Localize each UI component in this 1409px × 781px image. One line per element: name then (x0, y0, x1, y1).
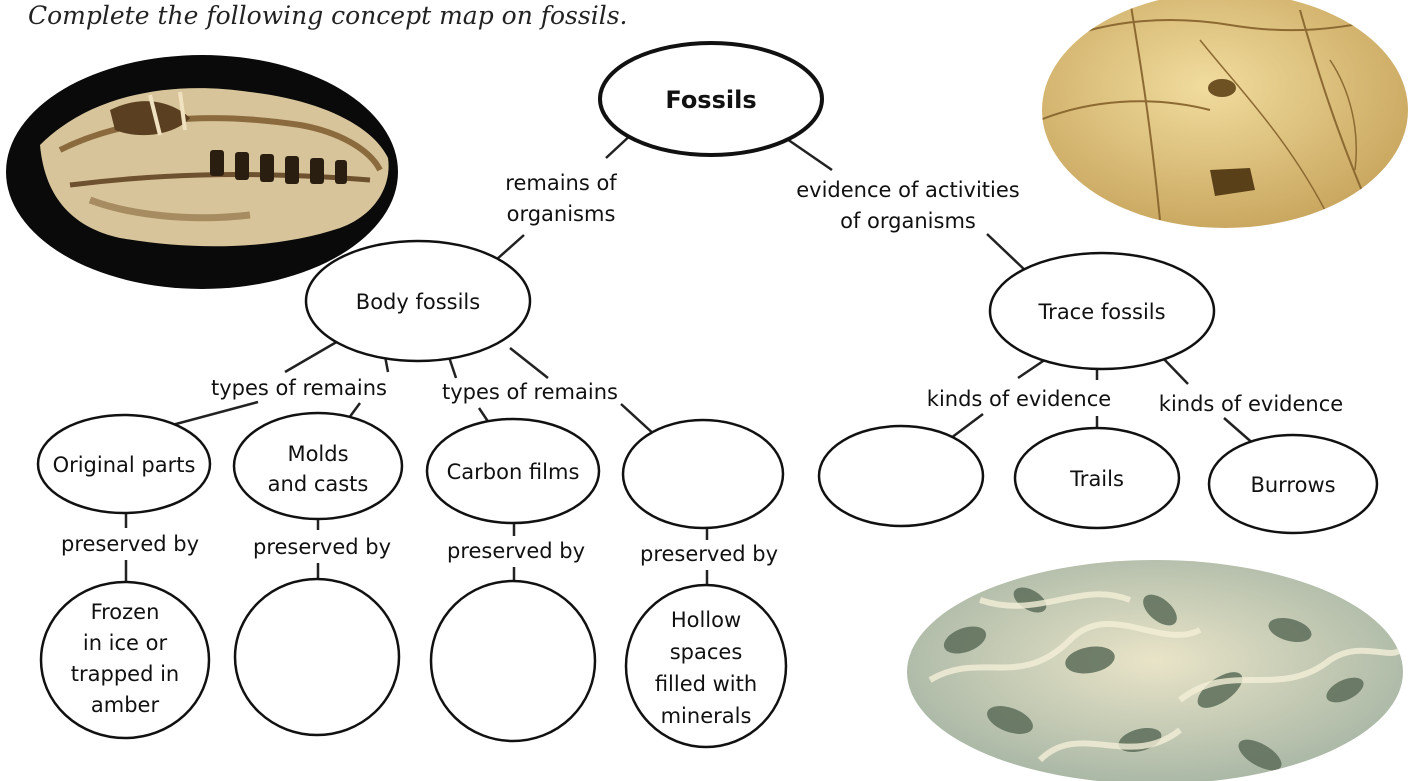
preservation-1-line4: amber (91, 693, 160, 717)
fossils-label: Fossils (665, 86, 756, 114)
molds-and-casts-node: Molds and casts (234, 413, 402, 519)
frozen-in-ice-node: Frozen in ice or trapped in amber (41, 582, 209, 738)
preservation-4-line1: Hollow (671, 608, 741, 632)
link-remains-of-organisms: remains of organisms (505, 171, 617, 226)
blank-preservation-node-2[interactable] (235, 579, 399, 735)
link-types-of-remains-right: types of remains (442, 380, 618, 404)
molds-and-casts-line2: and casts (268, 472, 369, 496)
link-evidence-line1: evidence of activities (796, 178, 1019, 202)
link-preserved-by-3: preserved by (447, 539, 585, 563)
blank-remains-type-node[interactable] (623, 420, 783, 528)
link-remains-line2: organisms (507, 202, 616, 226)
burrows-node: Burrows (1209, 435, 1377, 533)
trails-label: Trails (1069, 467, 1124, 491)
body-fossils-label: Body fossils (356, 290, 480, 314)
original-parts-node: Original parts (38, 415, 210, 513)
link-preserved-by-4: preserved by (640, 542, 778, 566)
preservation-4-line4: minerals (661, 704, 752, 728)
hollow-spaces-node: Hollow spaces filled with minerals (626, 585, 786, 747)
trace-fossils-node: Trace fossils (990, 253, 1214, 369)
link-evidence-of-activities: evidence of activities of organisms (796, 178, 1019, 233)
preservation-1-line1: Frozen (91, 600, 160, 624)
trails-node: Trails (1015, 428, 1179, 528)
fossils-node: Fossils (600, 43, 822, 155)
link-remains-line1: remains of (505, 171, 617, 195)
dinosaur-skull-photo (6, 55, 398, 289)
preservation-4-line3: filled with (655, 672, 757, 696)
link-preserved-by-1: preserved by (61, 532, 199, 556)
instruction-text: Complete the following concept map on fo… (28, 1, 628, 30)
preservation-4-line2: spaces (670, 640, 743, 664)
trackway-photo (1040, 0, 1408, 228)
link-evidence-line2: of organisms (840, 209, 976, 233)
burrows-label: Burrows (1250, 473, 1335, 497)
preservation-1-line2: in ice or (83, 631, 168, 655)
blank-evidence-node[interactable] (819, 426, 983, 526)
burrows-photo (907, 560, 1403, 781)
trace-fossils-label: Trace fossils (1037, 300, 1165, 324)
link-kinds-of-evidence-right: kinds of evidence (1159, 392, 1343, 416)
carbon-films-node: Carbon films (427, 419, 599, 523)
preservation-1-line3: trapped in (71, 662, 179, 686)
link-preserved-by-2: preserved by (253, 535, 391, 559)
body-fossils-node: Body fossils (306, 241, 530, 361)
link-kinds-of-evidence-left: kinds of evidence (927, 387, 1111, 411)
blank-preservation-node-3[interactable] (431, 581, 595, 741)
link-types-of-remains-left: types of remains (211, 376, 387, 400)
original-parts-label: Original parts (53, 453, 196, 477)
carbon-films-label: Carbon films (447, 460, 580, 484)
molds-and-casts-line1: Molds (287, 442, 348, 466)
